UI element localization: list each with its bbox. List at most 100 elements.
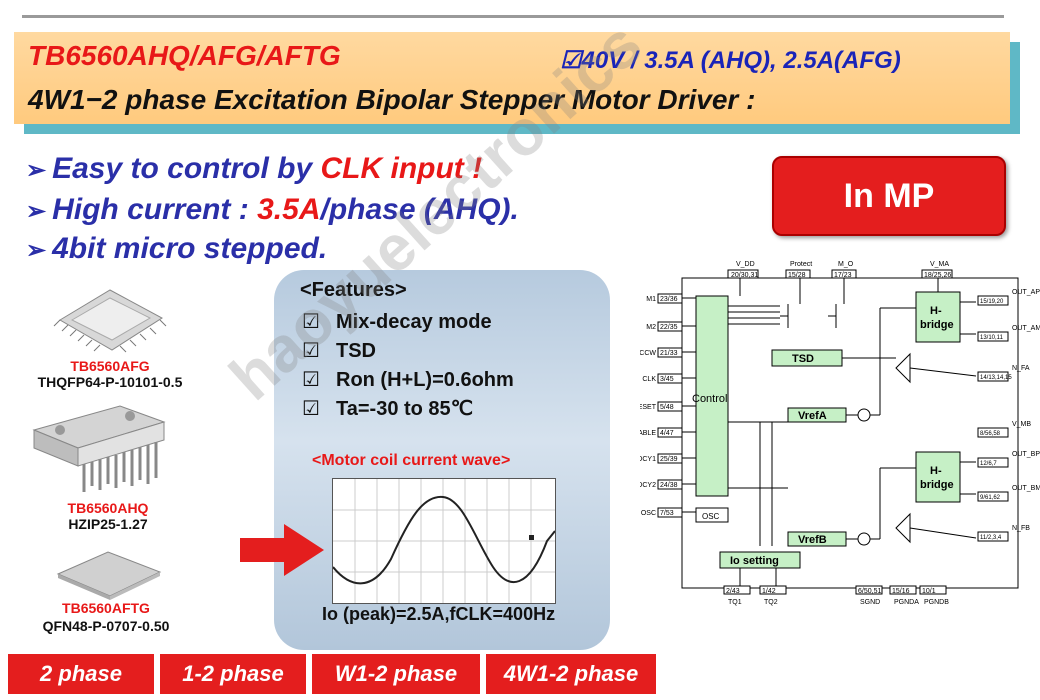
hbridge-a-label-2: bridge bbox=[920, 319, 954, 331]
product-title: TB6560AHQ/AFG/AFTG bbox=[28, 40, 341, 71]
pin-label: PGNDA bbox=[894, 599, 919, 606]
tab-4w1-2-phase[interactable]: 4W1-2 phase bbox=[486, 654, 656, 694]
pin-num: 15/19,20 bbox=[980, 299, 1004, 305]
pin-label: TQ2 bbox=[764, 599, 778, 606]
checkbox-icon: ☑ bbox=[302, 398, 320, 420]
control-label: Control bbox=[692, 393, 727, 405]
pin-label: CW/CCW bbox=[640, 350, 656, 357]
pin-num: 13/10,11 bbox=[980, 335, 1004, 341]
checkbox-icon: ☑ bbox=[302, 311, 320, 333]
hbridge-b-label-2: bridge bbox=[920, 479, 954, 491]
pin-label: V_MA bbox=[930, 261, 949, 268]
pin-num: 2/43 bbox=[726, 588, 740, 595]
pin-label: Protect bbox=[790, 261, 812, 268]
pin-box bbox=[723, 585, 751, 595]
pin-label: OUT_AM bbox=[1012, 325, 1040, 332]
hbridge-b-label-1: H- bbox=[930, 465, 942, 477]
osc-label: OSC bbox=[702, 512, 720, 521]
oscilloscope-wave bbox=[332, 478, 556, 604]
wave-title: <Motor coil current wave> bbox=[312, 452, 511, 469]
pin-label: V_MB bbox=[1012, 421, 1031, 428]
block-diagram: Control TSD VrefA VrefB Io setting OSC H… bbox=[640, 261, 1040, 606]
qfn-package-image bbox=[56, 551, 162, 600]
pin-label: DCY2 bbox=[640, 482, 656, 489]
package-name-aftg: TB6560AFTG bbox=[62, 600, 150, 616]
rating-text: ☑40V / 3.5A (AHQ), 2.5A(AFG) bbox=[560, 47, 901, 74]
hzip-package-image bbox=[32, 405, 166, 492]
hbridge-a-label-1: H- bbox=[930, 305, 942, 317]
pin-num: 11/2,3,4 bbox=[980, 535, 1002, 541]
pin-label: OUT_BM bbox=[1012, 485, 1040, 492]
pin-num: 20/30,31 bbox=[731, 272, 758, 279]
package-name-afg: TB6560AFG bbox=[70, 358, 150, 374]
red-arrow-icon bbox=[240, 524, 324, 576]
pin-num: 6/50,51 bbox=[858, 588, 881, 595]
hbridge-b bbox=[915, 451, 961, 503]
product-subtitle: 4W1−2 phase Excitation Bipolar Stepper M… bbox=[28, 84, 756, 115]
pin-label: PGNDB bbox=[924, 599, 949, 606]
pin-label: M_O bbox=[838, 261, 854, 268]
checkbox-icon: ☑ bbox=[302, 369, 320, 391]
pin-label: OUT_BP bbox=[1012, 451, 1040, 458]
pin-num: 17/23 bbox=[834, 272, 852, 279]
pin-label: OSC bbox=[641, 510, 656, 517]
pin-num: 25/39 bbox=[660, 456, 678, 463]
package-code-aftg: QFN48-P-0707-0.50 bbox=[42, 618, 170, 634]
top-rule bbox=[22, 15, 1004, 18]
pin-box bbox=[977, 531, 1009, 542]
pin-num: 15/28 bbox=[788, 272, 806, 279]
pin-num: 18/25,26 bbox=[924, 272, 951, 279]
pin-num: 14/13,14,15 bbox=[980, 375, 1012, 381]
pin-box bbox=[977, 457, 1009, 468]
qfp-package-image bbox=[53, 289, 167, 353]
pin-box bbox=[759, 585, 787, 595]
pin-label: M2 bbox=[646, 324, 656, 331]
io-setting-block bbox=[719, 551, 801, 569]
package-name-ahq: TB6560AHQ bbox=[67, 500, 149, 516]
hbridge-a bbox=[915, 291, 961, 343]
title-banner bbox=[14, 32, 1010, 124]
feature-item: ☑TSD bbox=[302, 340, 376, 362]
in-mp-badge: In MP bbox=[772, 156, 1006, 236]
io-setting-label: Io setting bbox=[730, 555, 779, 567]
package-code-ahq: HZIP25-1.27 bbox=[68, 516, 148, 532]
pin-box bbox=[855, 585, 883, 595]
pin-label: N_FA bbox=[1012, 365, 1030, 372]
pin-label: DCY1 bbox=[640, 456, 656, 463]
pin-label: ENABLE bbox=[640, 430, 656, 437]
pin-num: 15/16 bbox=[892, 588, 910, 595]
pin-label: V_DD bbox=[736, 261, 755, 268]
pin-num: 22/35 bbox=[660, 324, 678, 331]
vrefb-label: VrefB bbox=[798, 534, 827, 546]
arrow-bullet-icon: ➢ bbox=[26, 237, 47, 264]
pin-num: 8/56,58 bbox=[980, 431, 1001, 437]
pin-num: 21/33 bbox=[660, 350, 678, 357]
pin-num: 3/45 bbox=[660, 376, 674, 383]
pin-label: TQ1 bbox=[728, 599, 742, 606]
pin-label: SGND bbox=[860, 599, 880, 606]
feature-item: ☑Ta=-30 to 85℃ bbox=[302, 398, 474, 420]
pin-num: 12/6,7 bbox=[980, 461, 997, 467]
pin-box bbox=[889, 585, 917, 595]
pin-num: 10/1 bbox=[922, 588, 936, 595]
bullet-microstep: ➢4bit micro stepped. bbox=[26, 232, 328, 265]
tab-2-phase[interactable]: 2 phase bbox=[8, 654, 154, 694]
tab-w1-2-phase[interactable]: W1-2 phase bbox=[312, 654, 480, 694]
pin-label: N_FB bbox=[1012, 525, 1030, 532]
tsd-label: TSD bbox=[792, 353, 814, 365]
package-code-afg: THQFP64-P-10101-0.5 bbox=[37, 374, 183, 390]
tab-1-2-phase[interactable]: 1-2 phase bbox=[160, 654, 306, 694]
io-peak-text: Io (peak)=2.5A,fCLK=400Hz bbox=[322, 604, 556, 624]
pin-num: 1/42 bbox=[762, 588, 776, 595]
arrow-bullet-icon: ➢ bbox=[26, 157, 47, 184]
pin-num: 5/48 bbox=[660, 404, 674, 411]
feature-item: ☑Mix-decay mode bbox=[302, 311, 492, 333]
pin-box bbox=[919, 585, 947, 595]
pin-box bbox=[977, 371, 1009, 382]
pin-num: 24/38 bbox=[660, 482, 678, 489]
bullet-clk: ➢Easy to control by CLK input ! bbox=[26, 152, 483, 185]
pin-label: RESET bbox=[640, 404, 657, 411]
features-heading: <Features> bbox=[300, 279, 407, 301]
pin-label: OUT_AP bbox=[1012, 289, 1040, 296]
pin-box bbox=[977, 331, 1009, 342]
